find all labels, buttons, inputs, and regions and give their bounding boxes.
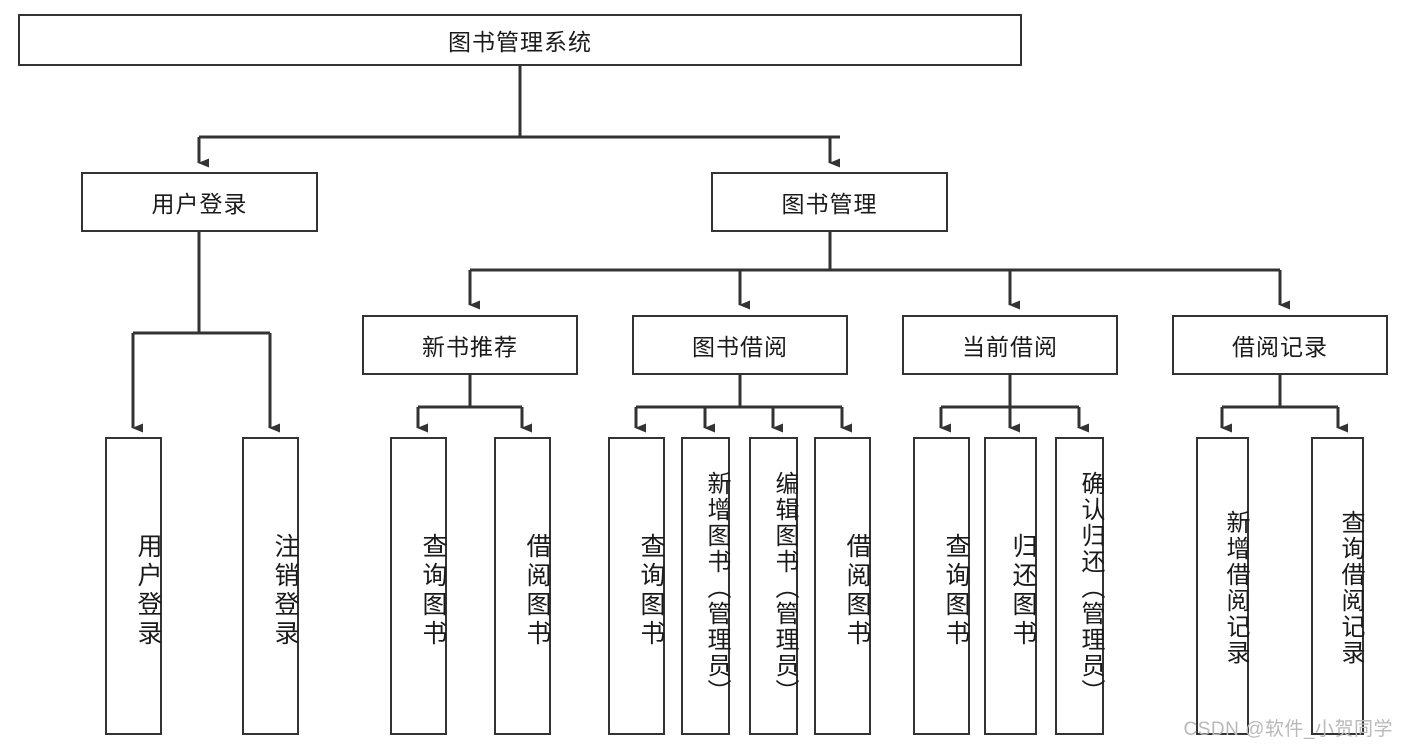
node-label: 新增图书（管理员） <box>703 471 730 705</box>
leaf-new-book-borrow-book[interactable]: 借阅图书 <box>494 437 551 735</box>
node-label: 图书管理系统 <box>448 29 592 55</box>
node-label: 当前借阅 <box>962 334 1058 360</box>
node-label: 归还图书 <box>1009 533 1037 649</box>
leaf-user-login-login[interactable]: 用户登录 <box>105 437 162 735</box>
node-label: 新增借阅记录 <box>1222 510 1249 666</box>
node-label: 查询图书 <box>942 533 970 649</box>
node-book-borrow[interactable]: 图书借阅 <box>632 315 848 375</box>
node-current-borrow[interactable]: 当前借阅 <box>902 315 1118 375</box>
leaf-current-borrow-confirm-return-admin[interactable]: 确认归还（管理员） <box>1055 437 1104 735</box>
node-book-management[interactable]: 图书管理 <box>711 172 948 232</box>
leaf-user-login-logout[interactable]: 注销登录 <box>242 437 299 735</box>
leaf-new-book-query-book[interactable]: 查询图书 <box>390 437 447 735</box>
node-label: 图书管理 <box>781 191 878 217</box>
node-root-book-management-system[interactable]: 图书管理系统 <box>18 14 1022 66</box>
leaf-borrow-record-query-record[interactable]: 查询借阅记录 <box>1311 437 1364 735</box>
leaf-current-borrow-query-book[interactable]: 查询图书 <box>913 437 970 735</box>
node-label: 查询图书 <box>637 533 665 649</box>
node-label: 借阅图书 <box>843 533 871 649</box>
leaf-borrow-record-add-record[interactable]: 新增借阅记录 <box>1196 437 1249 735</box>
node-label: 用户登录 <box>151 191 248 217</box>
node-new-book-recommend[interactable]: 新书推荐 <box>362 315 578 375</box>
leaf-book-borrow-add-book-admin[interactable]: 新增图书（管理员） <box>681 437 730 735</box>
leaf-book-borrow-borrow-book[interactable]: 借阅图书 <box>814 437 871 735</box>
node-borrow-record[interactable]: 借阅记录 <box>1172 315 1388 375</box>
node-label: 注销登录 <box>271 533 299 649</box>
node-label: 查询借阅记录 <box>1337 510 1364 666</box>
node-user-login[interactable]: 用户登录 <box>81 172 318 232</box>
node-label: 编辑图书（管理员） <box>771 471 798 705</box>
leaf-book-borrow-query-book[interactable]: 查询图书 <box>608 437 665 735</box>
leaf-current-borrow-return-book[interactable]: 归还图书 <box>984 437 1037 735</box>
node-label: 借阅记录 <box>1232 334 1328 360</box>
node-label: 用户登录 <box>134 533 162 649</box>
leaf-book-borrow-edit-book-admin[interactable]: 编辑图书（管理员） <box>749 437 798 735</box>
csdn-watermark: CSDN @软件_小贺同学 <box>1183 719 1393 740</box>
node-label: 新书推荐 <box>422 334 518 360</box>
node-label: 查询图书 <box>419 533 447 649</box>
node-label: 借阅图书 <box>523 533 551 649</box>
node-label: 图书借阅 <box>692 334 788 360</box>
node-label: 确认归还（管理员） <box>1077 471 1104 705</box>
